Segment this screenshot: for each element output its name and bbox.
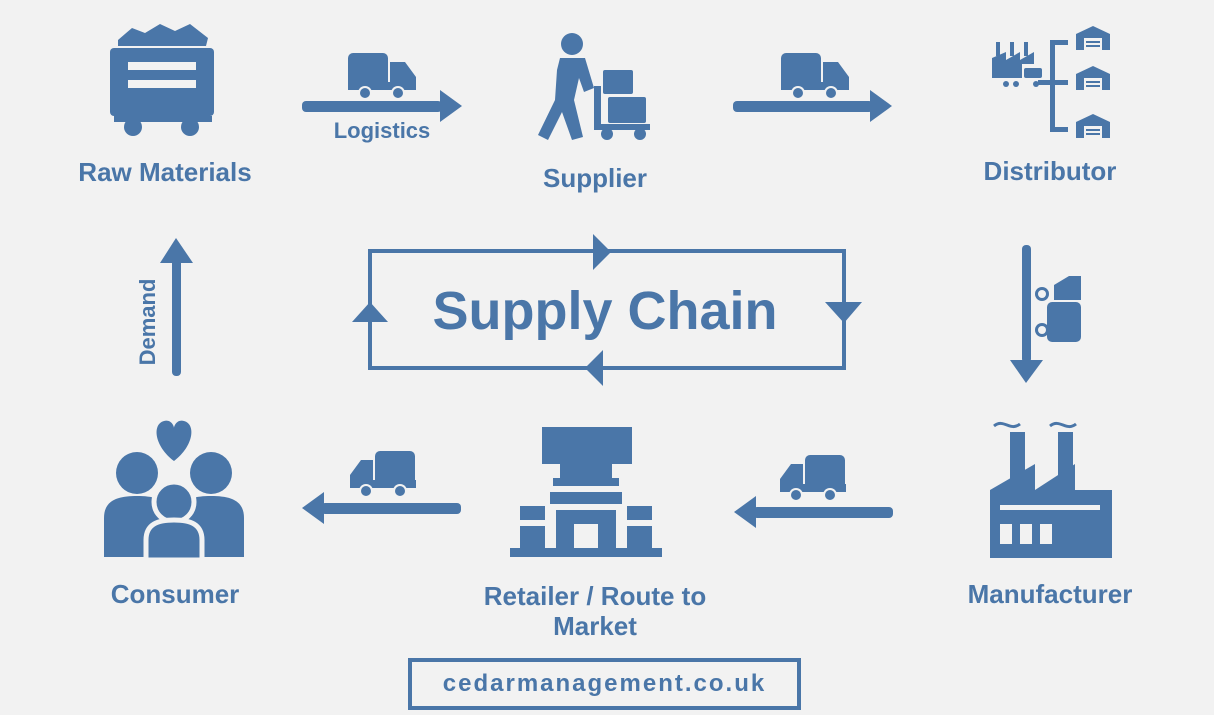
- shop-icon: [510, 427, 662, 557]
- node-label-raw-materials: Raw Materials: [78, 157, 252, 187]
- edge-label-demand: Demand: [135, 278, 160, 366]
- node-label-retailer: Retailer / Route to Market: [483, 581, 707, 641]
- flow-arrow-distributor-manufacturer: [1010, 245, 1043, 383]
- cycle-frame: [352, 234, 862, 386]
- node-label-supplier: Supplier: [542, 163, 647, 193]
- mine-cart-icon: [110, 24, 214, 136]
- flow-arrow-manufacturer-retailer: [734, 496, 893, 528]
- edge-label-logistics: Logistics: [333, 118, 431, 143]
- website-link[interactable]: cedarmanagement.co.uk: [442, 670, 767, 697]
- truck-icon: [350, 451, 416, 498]
- flow-arrow-supplier-distributor: [733, 90, 892, 122]
- factory-icon: [990, 421, 1112, 558]
- diagram-title: Supply Chain: [432, 281, 778, 341]
- truck-icon: [1035, 276, 1081, 342]
- truck-icon: [348, 53, 416, 100]
- truck-icon: [781, 53, 849, 100]
- demand-arrow: [160, 238, 193, 376]
- node-label-distributor: Distributor: [983, 156, 1117, 186]
- node-label-consumer: Consumer: [110, 579, 240, 609]
- family-icon: [104, 420, 244, 563]
- website-footer: cedarmanagement.co.uk: [408, 658, 801, 710]
- truck-icon: [780, 455, 846, 502]
- factory-to-warehouses-icon: [992, 26, 1110, 138]
- node-label-manufacturer: Manufacturer: [967, 579, 1133, 609]
- worker-with-trolley-icon: [538, 33, 650, 140]
- logistics-arrow: [302, 90, 462, 122]
- flow-arrow-retailer-consumer: [302, 492, 461, 524]
